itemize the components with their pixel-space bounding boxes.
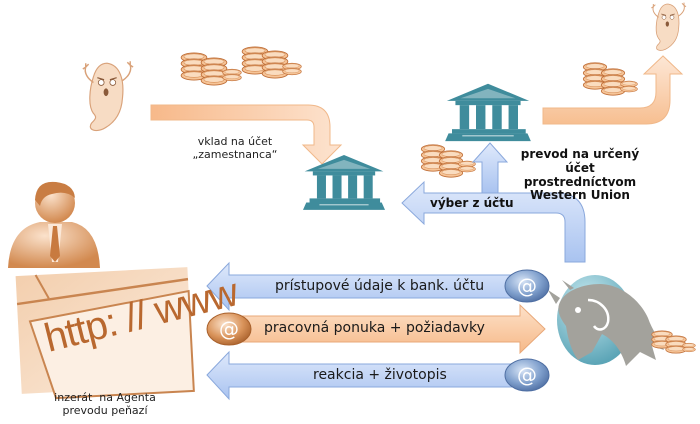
at-symbol: @ xyxy=(219,317,239,341)
coins-stack-icon xyxy=(651,330,696,354)
url-ad-image xyxy=(15,267,195,400)
transfer-label-line-1: prevod na určený účet xyxy=(520,147,640,175)
transfer-arrow xyxy=(542,55,684,125)
bank-icon xyxy=(303,154,385,210)
message-arrow-job-offer xyxy=(219,303,546,355)
email-at-icon xyxy=(504,269,550,303)
transfer-label-line-2: prostredníctvom xyxy=(523,174,637,189)
message-label-response: reakcia + životopis xyxy=(313,367,447,383)
ad-label: inzerát na Agenta prevodu peňazí xyxy=(30,391,180,417)
at-symbol: @ xyxy=(517,363,537,387)
deposit-label-line-2: „zamestnanca“ xyxy=(192,147,278,161)
at-symbol: @ xyxy=(517,274,537,298)
withdrawal-arrow xyxy=(401,180,586,263)
message-label-job-offer: pracovná ponuka + požiadavky xyxy=(264,320,485,336)
message-label-credentials: prístupové údaje k bank. účtu xyxy=(275,278,485,294)
coins-stack-icon xyxy=(180,52,242,86)
trojan-horse-icon xyxy=(548,280,664,366)
transfer-label: prevod na určený účet prostredníctvom We… xyxy=(505,147,655,203)
money-mule-person-icon xyxy=(8,181,100,268)
ad-label-line-2: prevodu peňazí xyxy=(62,403,148,417)
deposit-label-line-1: vklad na účet xyxy=(197,135,273,148)
transfer-label-line-3: Western Union xyxy=(530,188,630,203)
ad-label-line-1: inzerát na Agenta xyxy=(54,391,156,404)
coins-stack-icon xyxy=(241,46,302,79)
deposit-label: vklad na účet „zamestnanca“ xyxy=(165,135,305,161)
email-at-icon xyxy=(206,312,252,346)
criminal-ghost-icon xyxy=(82,60,134,132)
withdrawal-label: výber z účtu xyxy=(430,196,514,210)
email-at-icon xyxy=(504,358,550,392)
deposit-arrow xyxy=(150,104,343,165)
bank-icon xyxy=(445,83,531,142)
coins-stack-icon xyxy=(420,144,476,178)
transfer-up-arrow xyxy=(471,142,509,194)
coins-stack-icon xyxy=(582,62,638,96)
criminal-ghost-icon xyxy=(650,2,687,51)
